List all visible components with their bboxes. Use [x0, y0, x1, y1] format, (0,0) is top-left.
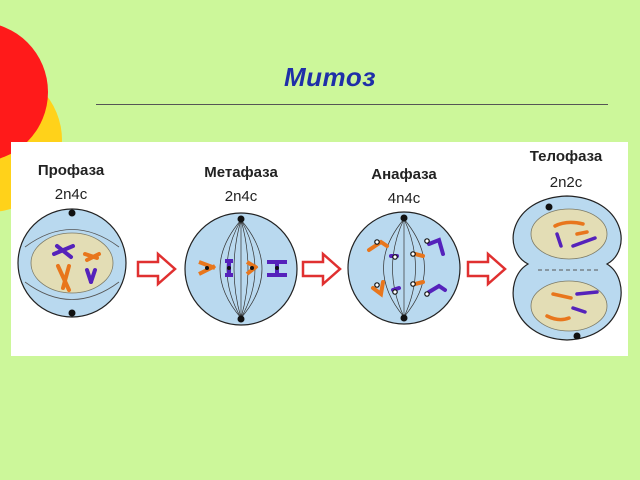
daughter-nucleus-bottom: [530, 280, 608, 332]
page-title: Митоз: [284, 62, 376, 92]
deco-red-circle: [0, 25, 48, 159]
centrosome-dot: [400, 314, 408, 322]
prophase-nucleus: [30, 232, 114, 294]
centrosome-dot: [68, 309, 76, 317]
phase-3-name: Анафаза: [371, 166, 437, 183]
arrow-2: [301, 251, 342, 287]
metaphase-chromosomes: [198, 259, 287, 277]
mitosis-drawing: [17, 195, 622, 341]
arrow-1: [136, 251, 177, 287]
anaphase-cell: [347, 211, 461, 325]
centrosome-dot: [400, 214, 408, 222]
centrosome-dot: [68, 209, 76, 217]
centrosome-dot: [545, 203, 553, 211]
arrow-3: [466, 251, 507, 287]
centrosome-dot: [237, 215, 245, 223]
phase-4-formula: 2n2c: [549, 174, 583, 191]
anaphase-chromosomes: [367, 237, 447, 298]
phase-1-name: Профаза: [37, 162, 105, 179]
phase-2-name: Метафаза: [204, 164, 278, 181]
centrosome-dot: [573, 332, 581, 340]
phase-3-formula: 4n4c: [387, 190, 421, 207]
telophase-chromosomes: [545, 220, 599, 322]
mitosis-diagram-panel: Профаза 2n4c Метафаза 2n4c Анафаза 4n4c …: [11, 142, 628, 356]
prophase-chromosomes: [52, 244, 101, 292]
phase-1-formula: 2n4c: [54, 186, 88, 203]
telophase-cell: [512, 195, 622, 341]
title-divider: [96, 104, 608, 105]
daughter-nucleus-top: [530, 208, 608, 260]
metaphase-cell: [184, 212, 298, 326]
phase-4-name: Телофаза: [529, 148, 603, 165]
phase-2-formula: 2n4c: [224, 188, 258, 205]
centrosome-dot: [237, 315, 245, 323]
prophase-cell: [17, 208, 127, 318]
